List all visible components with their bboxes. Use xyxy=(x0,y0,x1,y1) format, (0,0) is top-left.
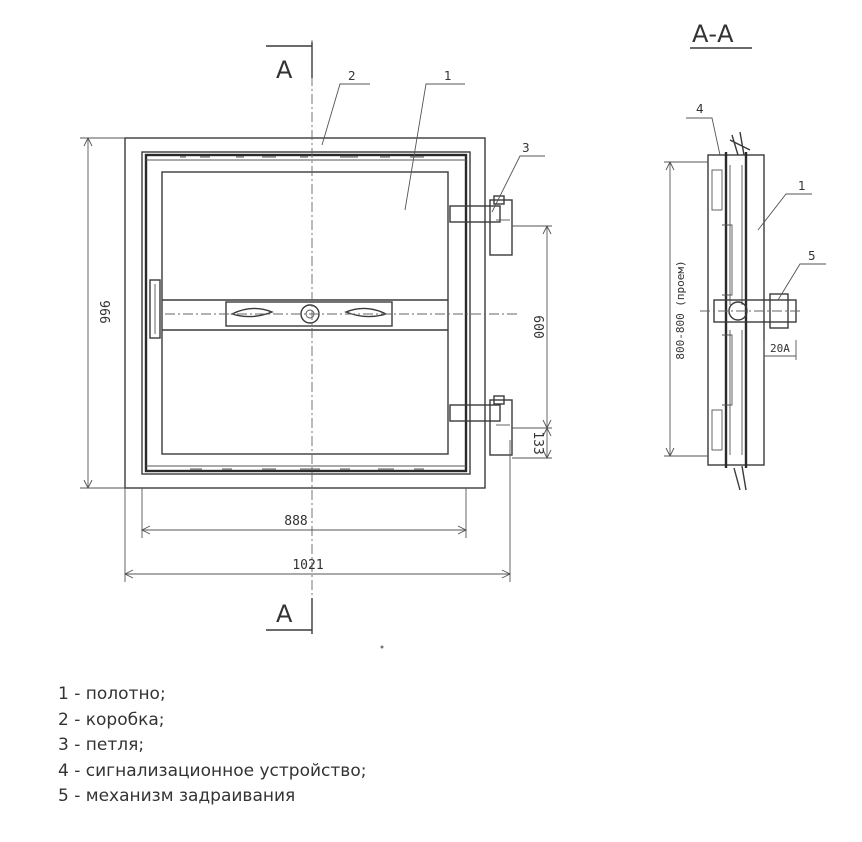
locking-hub xyxy=(728,301,748,321)
hinge-top xyxy=(449,195,513,256)
legend: 1 - полотно; 2 - коробка; 3 - петля; 4 -… xyxy=(58,682,366,810)
leader-3 xyxy=(491,155,545,213)
dim-600: 600 xyxy=(512,224,552,430)
cut-marker-bottom xyxy=(266,598,313,634)
legend-item-5: 5 - механизм задраивания xyxy=(58,786,296,806)
leader-1 xyxy=(404,83,465,211)
callout-5-section: 5 xyxy=(808,249,816,263)
leader-5 xyxy=(777,263,826,301)
dim-966: 966 xyxy=(80,136,125,490)
section-seal-top xyxy=(711,169,723,211)
section-frame-left xyxy=(707,154,727,466)
legend-item-2: 2 - коробка; xyxy=(58,709,165,730)
dim-20: 20А xyxy=(763,340,797,360)
callout-3-front: 3 xyxy=(522,141,530,155)
legend-item-1: 1 - полотно; xyxy=(58,684,166,704)
dim-600-label: 600 xyxy=(530,315,545,338)
section-title: А-А xyxy=(692,20,734,48)
callout-2-front: 2 xyxy=(348,69,356,83)
locking-nut xyxy=(769,293,789,329)
signal-device xyxy=(729,131,751,156)
section-frame-right xyxy=(745,154,765,466)
section-bottom-tip xyxy=(733,465,747,491)
leader-4 xyxy=(686,117,721,156)
door-leaf-panel xyxy=(161,171,449,455)
legend-item-4: 4 - сигнализационное устройство; xyxy=(58,760,367,781)
callout-4-section: 4 xyxy=(696,102,704,116)
leader-2 xyxy=(321,83,370,146)
hinge-bottom xyxy=(449,395,513,456)
front-view: А А 2 1 3 966 600 133 xyxy=(80,40,552,634)
leader-1-section xyxy=(757,193,812,231)
dim-133-label: 133 xyxy=(530,431,545,454)
dim-133: 133 xyxy=(512,426,552,460)
section-seal-bottom xyxy=(711,409,723,451)
callout-1-section: 1 xyxy=(798,179,806,193)
latch-left xyxy=(230,307,274,318)
dim-1021: 1021 xyxy=(123,440,512,582)
dim-20-label: 20А xyxy=(770,342,790,355)
dim-opening-label: 800-800 (проем) xyxy=(674,260,687,359)
cut-letter-top: А xyxy=(276,56,293,84)
dim-888-label: 888 xyxy=(284,514,307,529)
dim-888: 888 xyxy=(140,488,468,538)
cut-letter-bottom: А xyxy=(276,600,293,628)
signal-strip xyxy=(149,279,161,339)
box-frame-inner xyxy=(141,151,471,475)
box-frame-outer xyxy=(124,137,486,489)
door-leaf xyxy=(144,153,468,473)
dim-opening: 800-800 (проем) xyxy=(664,160,708,458)
cut-marker-top xyxy=(266,42,313,78)
callout-1-front: 1 xyxy=(444,69,452,83)
section-view: А-А 800-800 (проем) xyxy=(664,20,826,491)
legend-item-3: 3 - петля; xyxy=(58,735,145,755)
stray-dot xyxy=(380,645,384,649)
dim-966-label: 966 xyxy=(96,300,111,323)
dim-1021-label: 1021 xyxy=(292,558,323,573)
section-bars xyxy=(722,224,733,406)
section-leaf-inner xyxy=(729,165,743,455)
latch-right xyxy=(344,307,388,318)
